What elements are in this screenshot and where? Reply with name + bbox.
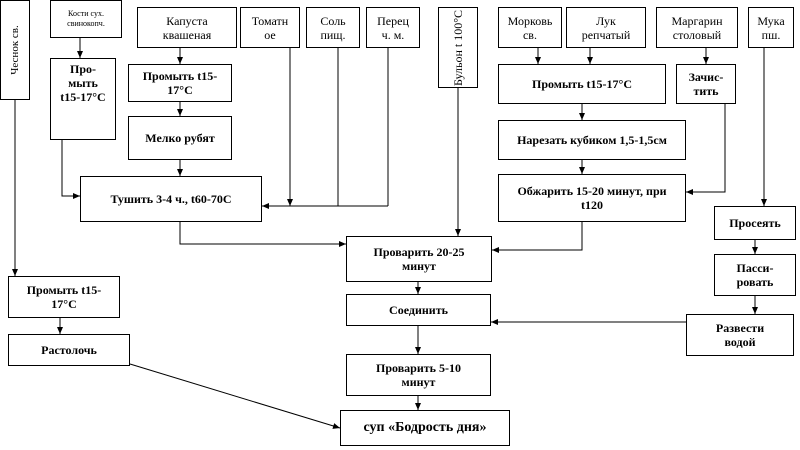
step-bones-wash-label: Про- мыть t15-17°С bbox=[60, 62, 106, 104]
step-garlic-wash: Промыть t15- 17°С bbox=[8, 276, 120, 318]
step-veg-wash: Промыть t15-17°С bbox=[498, 64, 666, 104]
step-boil-1-label: Проварить 20-25 минут bbox=[373, 245, 465, 273]
ingredient-salt: Соль пищ. bbox=[306, 7, 360, 48]
step-veg-dice-label: Нарезать кубиком 1,5-1,5см bbox=[517, 133, 667, 147]
step-flour-saute: Пасси- ровать bbox=[714, 254, 796, 296]
ingredient-broth: Бульон t 100°С bbox=[438, 7, 478, 88]
step-boil-2-label: Проварить 5-10 минут bbox=[375, 361, 461, 389]
step-cabbage-chop-label: Мелко рубят bbox=[145, 131, 215, 145]
step-cabbage-chop: Мелко рубят bbox=[128, 116, 232, 160]
ingredient-pepper: Перец ч. м. bbox=[366, 7, 420, 48]
step-dilute-label: Развести водой bbox=[715, 321, 765, 349]
step-flour-sift-label: Просеять bbox=[729, 216, 781, 230]
ingredient-broth-label: Бульон t 100°С bbox=[451, 9, 465, 86]
step-margarine-clean-label: Зачис- тить bbox=[688, 70, 724, 98]
result-soup-label: суп «Бодрость дня» bbox=[363, 420, 487, 435]
ingredient-pepper-label: Перец ч. м. bbox=[377, 13, 409, 42]
step-margarine-clean: Зачис- тить bbox=[676, 64, 736, 104]
ingredient-cabbage-label: Капуста квашеная bbox=[162, 13, 212, 42]
step-bones-wash: Про- мыть t15-17°С bbox=[50, 58, 116, 140]
step-garlic-wash-label: Промыть t15- 17°С bbox=[26, 283, 102, 311]
ingredient-garlic: Чеснок св. bbox=[0, 0, 30, 100]
ingredient-carrot: Морковь св. bbox=[498, 7, 562, 48]
step-combine: Соединить bbox=[346, 294, 491, 326]
step-combine-label: Соединить bbox=[389, 303, 448, 317]
ingredient-bones-label: Кости сух. свинокопч. bbox=[67, 9, 105, 28]
step-stew: Тушить 3-4 ч., t60-70С bbox=[80, 176, 262, 222]
ingredient-salt-label: Соль пищ. bbox=[320, 13, 346, 42]
step-veg-dice: Нарезать кубиком 1,5-1,5см bbox=[498, 120, 686, 160]
step-boil-2: Проварить 5-10 минут bbox=[346, 354, 491, 396]
step-stew-label: Тушить 3-4 ч., t60-70С bbox=[110, 192, 232, 206]
ingredient-margarine: Маргарин столовый bbox=[656, 7, 738, 48]
step-cabbage-wash: Промыть t15- 17°С bbox=[128, 64, 232, 102]
step-boil-1: Проварить 20-25 минут bbox=[346, 236, 492, 282]
ingredient-tomato: Томатн ое bbox=[240, 7, 300, 48]
step-garlic-crush: Растолочь bbox=[8, 334, 130, 366]
step-flour-sift: Просеять bbox=[714, 206, 796, 240]
ingredient-onion-label: Лук репчатый bbox=[581, 13, 631, 42]
ingredient-cabbage: Капуста квашеная bbox=[137, 7, 237, 48]
ingredient-bones: Кости сух. свинокопч. bbox=[50, 0, 122, 38]
ingredient-onion: Лук репчатый bbox=[566, 7, 646, 48]
step-cabbage-wash-label: Промыть t15- 17°С bbox=[142, 69, 218, 97]
step-flour-saute-label: Пасси- ровать bbox=[736, 261, 774, 289]
step-garlic-crush-label: Растолочь bbox=[41, 343, 97, 357]
step-veg-wash-label: Промыть t15-17°С bbox=[531, 77, 633, 91]
ingredient-tomato-label: Томатн ое bbox=[251, 13, 289, 42]
step-veg-fry: Обжарить 15-20 минут, при t120 bbox=[498, 174, 686, 222]
step-veg-fry-label: Обжарить 15-20 минут, при t120 bbox=[517, 184, 667, 212]
ingredient-garlic-label: Чеснок св. bbox=[9, 25, 21, 75]
ingredient-margarine-label: Маргарин столовый bbox=[671, 13, 723, 42]
result-soup: суп «Бодрость дня» bbox=[340, 410, 510, 446]
ingredient-flour-label: Мука пш. bbox=[757, 13, 785, 42]
ingredient-flour: Мука пш. bbox=[748, 7, 794, 48]
ingredient-carrot-label: Морковь св. bbox=[507, 13, 553, 42]
step-dilute: Развести водой bbox=[686, 314, 794, 356]
